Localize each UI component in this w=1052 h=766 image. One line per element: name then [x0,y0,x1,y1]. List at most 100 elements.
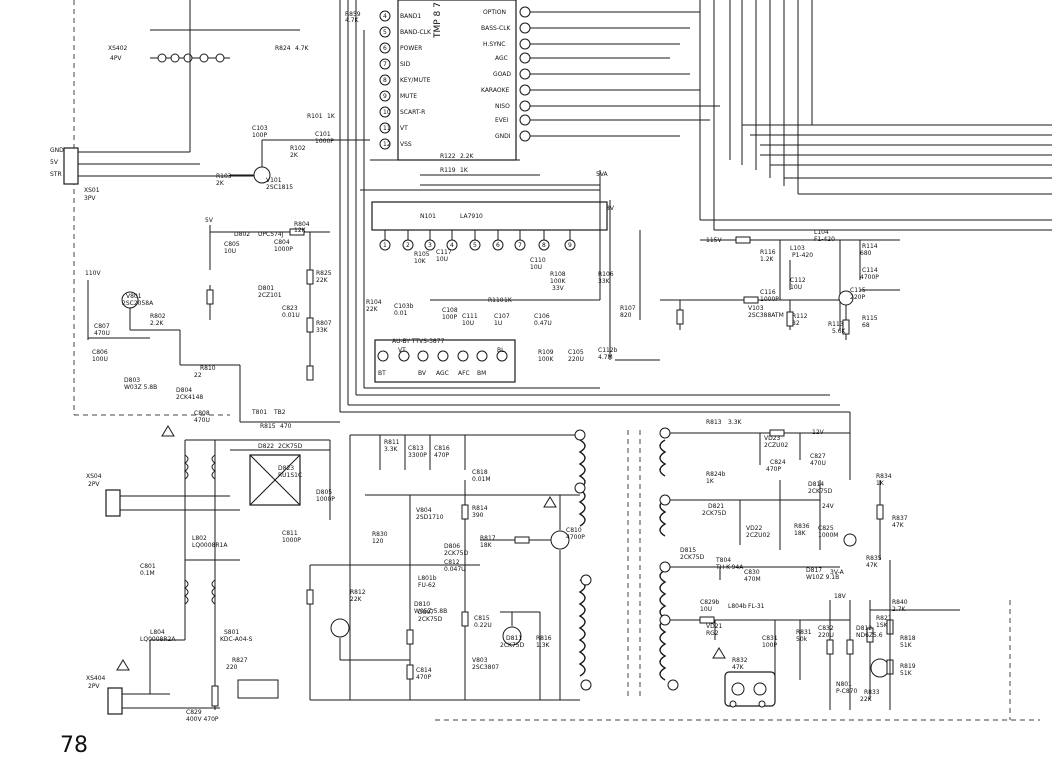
component-value: 18K [794,530,807,537]
component-value: 1.2K [760,256,775,263]
component-value: 100K [550,278,566,285]
component-ref: R109 [538,349,554,356]
component-value: 47K [866,562,879,569]
component-ref: C829b [700,599,720,606]
component-ref: C808 [194,410,210,417]
component-ref: D812 [856,625,872,632]
component-value: 1SK [876,622,889,629]
pin-label: VT [400,125,408,132]
component-value: LQ0008R2A [140,636,176,643]
pin-label: KARAOKE [481,87,510,94]
component-value: 22K [350,596,363,603]
component-ref: R814 [472,505,488,512]
component-ref: D821 [708,503,724,510]
component-ref: R818 [900,635,916,642]
component-value: 1U [494,320,502,327]
component-value: FU-62 [418,582,436,589]
component-value: 22K [860,696,873,703]
component-ref: R824b [706,471,726,478]
component-ref: R119 [440,167,456,174]
component-value: 0.1M [140,570,155,577]
component-value: 12K [294,227,307,234]
component-value: 820 [620,312,632,319]
component-value: 2K [290,152,299,159]
component-ref: R836 [794,523,810,530]
pin-label: NISO [495,103,510,110]
pin-number: 6 [496,242,500,249]
pin-number: 9 [568,242,572,249]
pin-label: KEY/MUTE [400,77,431,84]
component-value: 4.7K [345,17,360,24]
component-ref: R810 [200,365,216,372]
component-value: 1000P [315,138,334,145]
component-ref: D801 [258,285,274,292]
component-ref: C101 [315,131,331,138]
component-value: W10Z 9.1B [806,574,839,581]
component-ref: C117 [436,249,452,256]
pin-number: 7 [518,242,522,249]
component-ref: C112b [598,347,618,354]
component-ref: R832 [732,657,748,664]
component-value: 1000P [282,537,301,544]
component-value: 1K [460,167,469,174]
component-value: 1K [327,113,336,120]
pin-number: 12 [383,141,391,148]
component-value: 68 [862,322,870,329]
component-ref: R105 [414,251,430,258]
component-ref: C805 [224,241,240,248]
regulator-section [87,139,370,423]
component-ref: T804 [715,557,731,564]
component-ref: R817 [480,535,496,542]
component-value: 100P [252,132,267,139]
component-value: 10U [436,256,448,263]
component-value: 0.47U [534,320,552,327]
component-ref: R112 [792,313,808,320]
component-value: 22K [316,277,329,284]
component-value: 4.7K [295,45,310,52]
component-value: 2CK4148 [176,394,203,401]
component-ref: D811 [506,635,522,642]
component-value: 22 [194,372,202,379]
warning-icon [116,425,726,671]
page-number: 78 [60,733,88,758]
net-label: 12V [812,429,825,436]
component-ref: R825 [316,270,332,277]
component-value: 2.2K [150,320,165,327]
component-ref: V804 [416,507,432,514]
component-ref: C110 [530,257,546,264]
component-ref: R802 [150,313,166,320]
component-ref: C114 [862,267,878,274]
connector-ref: XS404 [86,675,106,682]
component-ref: D823 [278,465,294,472]
component-value: W05Z 5.8B [414,608,447,615]
if-ic-pins: 1 2 3 4 5 6 7 8 9 [379,239,576,251]
component-ref: C823 [282,305,298,312]
component-ref: C804 [274,239,290,246]
pin-number: 1 [383,242,387,249]
if-ic-name: LA7910 [460,213,483,220]
component-ref: D804 [176,387,192,394]
component-value: 0.22U [474,622,492,629]
component-ref: C824 [770,459,786,466]
component-ref: R840 [892,599,908,606]
component-ref: R813 [706,419,722,426]
component-value: 220U [568,356,584,363]
component-value: 10U [530,264,542,271]
component-ref: R859 [345,11,361,18]
component-ref: L104 [814,229,829,236]
component-value: 2SD1710 [416,514,444,521]
component-ref: R837 [892,515,908,522]
component-ref: C806 [92,349,108,356]
pin-label: EVEI [495,117,509,124]
component-ref: C115 [850,287,866,294]
component-value: 5.6K [832,328,847,335]
component-ref: R108 [550,271,566,278]
vertical-bus [339,0,851,480]
component-ref: S801 [224,629,239,636]
component-value: 100P [762,642,777,649]
component-ref: L804 [150,629,165,636]
if-ic-ref: N101 [420,213,436,220]
pin-label: GNDI [495,133,511,140]
component-ref: R824 [275,45,291,52]
